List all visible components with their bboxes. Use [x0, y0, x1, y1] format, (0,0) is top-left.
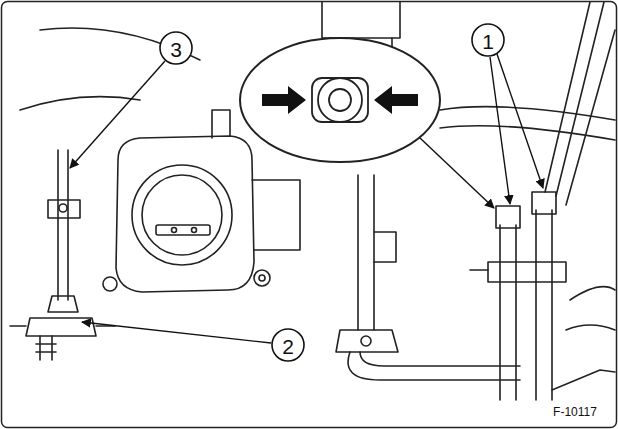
- callout-number: 1: [482, 31, 494, 52]
- callout-number: 3: [170, 39, 182, 60]
- callout-number: 2: [282, 336, 294, 357]
- figure-code: F-10117: [551, 405, 599, 419]
